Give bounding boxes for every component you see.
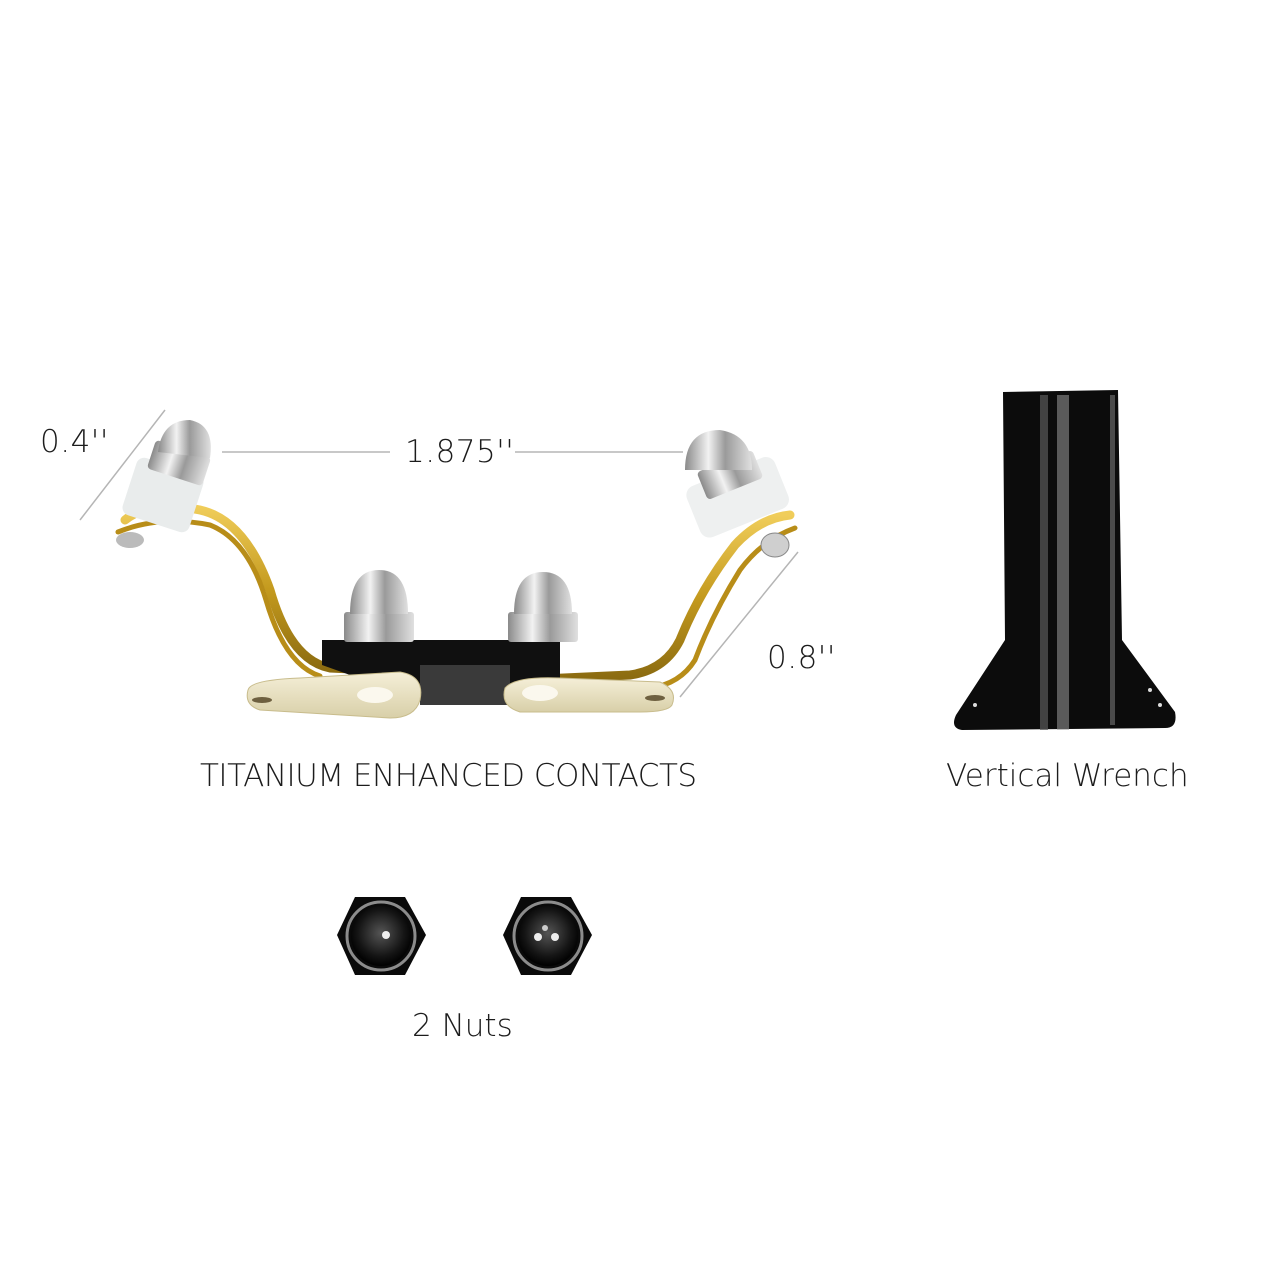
width-dimension-line bbox=[79, 409, 166, 521]
vertical-wrench-illustration bbox=[954, 390, 1176, 730]
wrench-caption: Vertical Wrench bbox=[946, 758, 1189, 794]
nut-2-illustration bbox=[503, 897, 592, 975]
height-dimension-label: 0.8'' bbox=[767, 640, 836, 676]
left-terminal-plate bbox=[246, 671, 422, 719]
contacts-assembly bbox=[115, 420, 798, 719]
nuts-caption: 2 Nuts bbox=[412, 1008, 513, 1044]
width-dimension-label: 0.4'' bbox=[40, 424, 109, 460]
center-left-acorn-nut bbox=[344, 570, 414, 642]
dimension-lines bbox=[79, 409, 799, 698]
left-upper-acorn-nut bbox=[116, 420, 211, 548]
contacts-caption: TITANIUM ENHANCED CONTACTS bbox=[200, 758, 697, 794]
height-dimension-line bbox=[679, 551, 799, 698]
center-right-acorn-nut bbox=[508, 572, 578, 642]
span-dimension-label: 1.875'' bbox=[405, 434, 515, 470]
right-upper-acorn-nut bbox=[685, 430, 790, 558]
nut-1-illustration bbox=[337, 897, 426, 975]
